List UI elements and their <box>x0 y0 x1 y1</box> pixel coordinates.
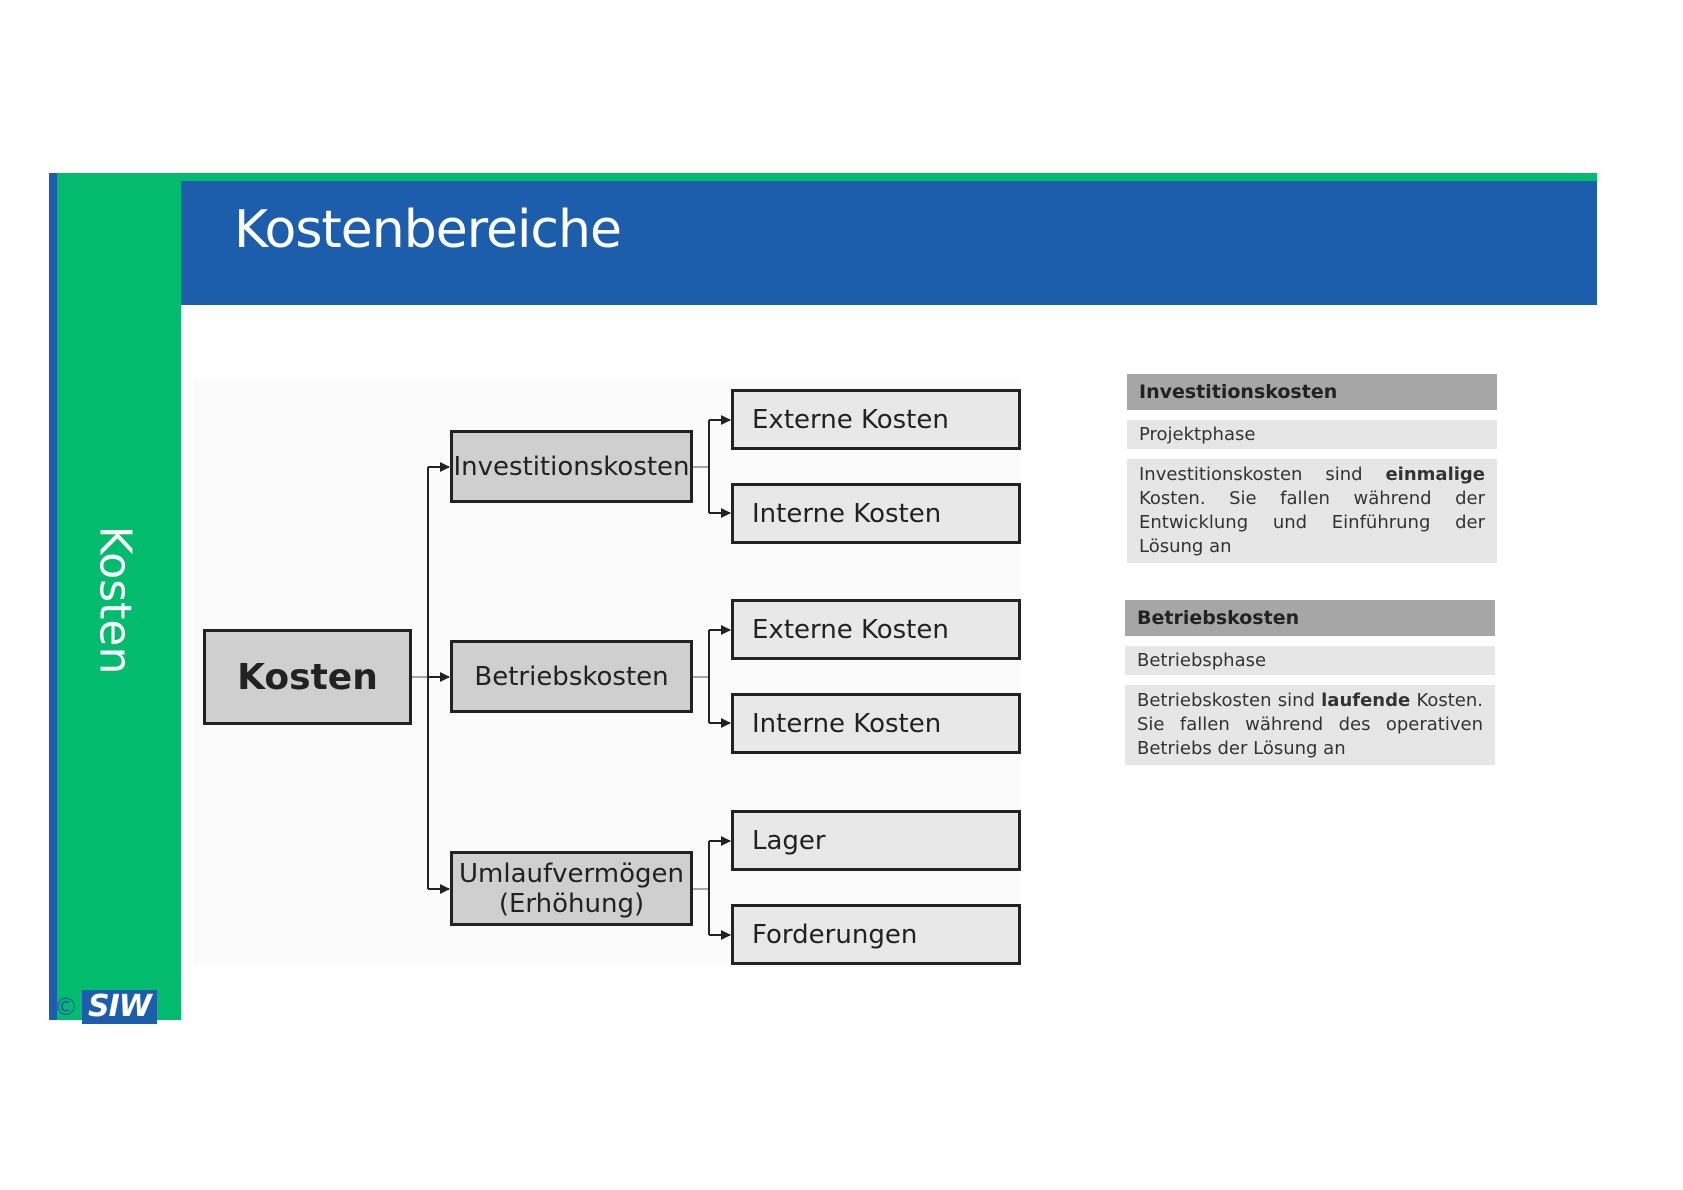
root-node-kosten: Kosten <box>203 629 412 725</box>
branch-node-label: Betriebskosten <box>474 661 669 692</box>
description-emphasis: einmalige <box>1385 464 1485 485</box>
description-text: Kosten. Sie fallen während der Entwicklu… <box>1139 488 1485 557</box>
info-table-header: Investitionskosten <box>1127 374 1497 410</box>
leaf-node-interne-kosten-2: Interne Kosten <box>731 693 1021 754</box>
leaf-node-externe-kosten-1: Externe Kosten <box>731 389 1021 450</box>
description-text: Investitionskosten sind <box>1139 464 1386 485</box>
info-table-header: Betriebskosten <box>1125 600 1495 636</box>
branch-node-umlaufvermoegen: Umlaufvermögen (Erhöhung) <box>450 851 693 926</box>
root-node-label: Kosten <box>237 656 378 698</box>
branch-node-label: Umlaufvermögen (Erhöhung) <box>459 858 684 919</box>
branch-node-label: Investitionskosten <box>453 451 690 482</box>
sidebar-label: Kosten <box>89 525 141 675</box>
info-table-description: Investitionskosten sind einmalige Kosten… <box>1127 459 1497 563</box>
leaf-node-label: Forderungen <box>752 919 918 950</box>
description-text: Betriebskosten sind <box>1137 690 1322 711</box>
sidebar-accent-stripe <box>49 173 57 1020</box>
branch-node-investitionskosten: Investitionskosten <box>450 430 693 503</box>
info-table-phase: Betriebsphase <box>1125 646 1495 675</box>
leaf-node-label: Externe Kosten <box>752 614 949 645</box>
header-accent-line <box>181 173 1597 181</box>
info-table-betriebskosten: Betriebskosten Betriebsphase Betriebskos… <box>1125 600 1495 765</box>
leaf-node-label: Lager <box>752 825 826 856</box>
description-emphasis: laufende <box>1321 690 1411 711</box>
leaf-node-forderungen: Forderungen <box>731 904 1021 965</box>
leaf-node-label: Externe Kosten <box>752 404 949 435</box>
page-title: Kostenbereiche <box>234 200 622 260</box>
description-text: Kosten. Sie fallen während des operative… <box>1137 690 1483 759</box>
info-table-investitionskosten: Investitionskosten Projektphase Investit… <box>1127 374 1497 563</box>
header-bar <box>181 181 1597 305</box>
leaf-node-lager: Lager <box>731 810 1021 871</box>
leaf-node-label: Interne Kosten <box>752 708 942 739</box>
sidebar-band <box>57 173 181 1020</box>
leaf-node-interne-kosten-1: Interne Kosten <box>731 483 1021 544</box>
leaf-node-externe-kosten-2: Externe Kosten <box>731 599 1021 660</box>
info-table-phase: Projektphase <box>1127 420 1497 449</box>
siw-logo-mark: SIW <box>82 990 157 1024</box>
leaf-node-label: Interne Kosten <box>752 498 942 529</box>
branch-node-betriebskosten: Betriebskosten <box>450 640 693 713</box>
copyright-symbol: © <box>54 993 78 1021</box>
info-table-description: Betriebskosten sind laufende Kosten. Sie… <box>1125 685 1495 765</box>
siw-logo: © SIW <box>54 990 157 1024</box>
